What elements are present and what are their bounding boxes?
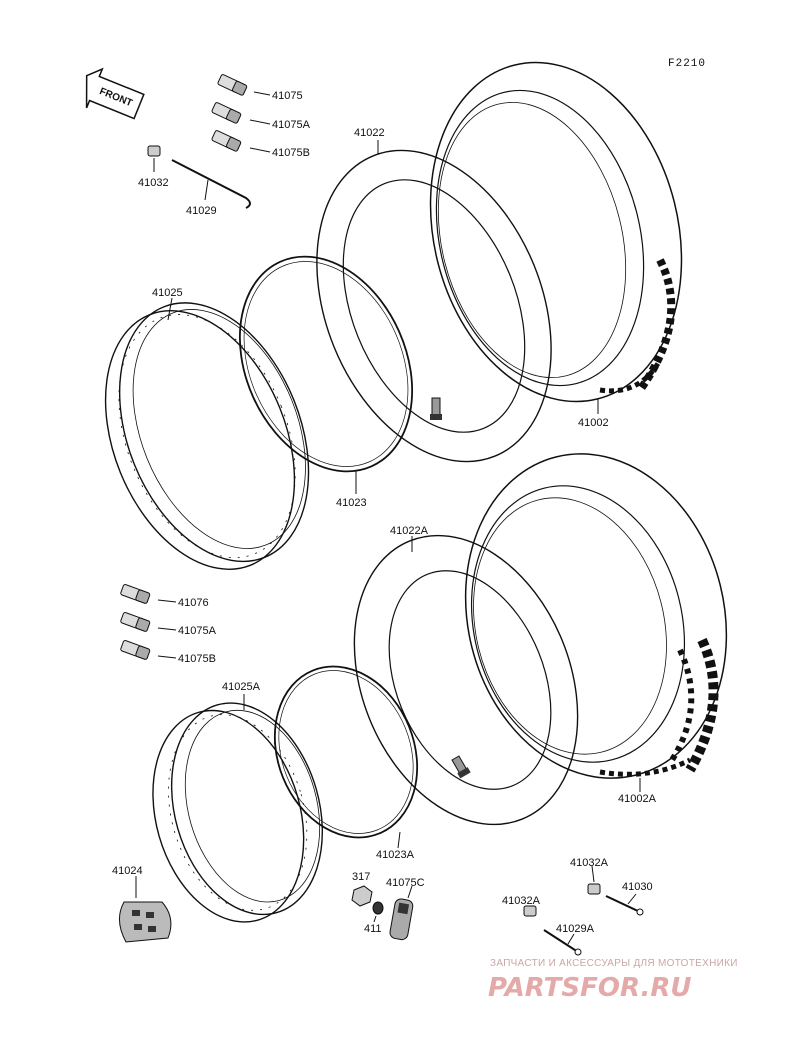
label-front-valve-cap-a: 41075A xyxy=(178,625,217,637)
valve-cover-part xyxy=(389,898,414,941)
spoke-a2-part xyxy=(543,929,579,953)
nipple-a2-part xyxy=(523,905,537,917)
front-rim-band-part xyxy=(273,665,419,839)
spoke-part xyxy=(171,159,251,209)
label-balance-weight: 41024 xyxy=(112,865,143,877)
label-front-valve-cap-b: 41075B xyxy=(178,653,216,665)
label-front-rim-band: 41023A xyxy=(376,849,415,861)
label-rear-tire: 41002 xyxy=(578,417,609,429)
label-valve-cap-b: 41075B xyxy=(272,147,310,159)
front-tire-part xyxy=(464,453,728,779)
spoke-a1-part xyxy=(605,895,641,913)
label-nipple-a2: 41032A xyxy=(502,895,541,907)
diagram-code: F2210 xyxy=(668,58,706,70)
label-spoke: 41029 xyxy=(186,205,217,217)
nipple-part xyxy=(147,145,161,157)
rear-rim-band-part xyxy=(238,255,414,473)
nut-part xyxy=(351,885,373,907)
label-front-rim: 41025A xyxy=(222,681,261,693)
label-rear-tube: 41022 xyxy=(354,127,385,139)
front-arrow-icon: FRONT xyxy=(85,67,145,120)
front-valve-cap-part xyxy=(120,584,151,660)
label-valve-cap: 41075 xyxy=(272,90,303,102)
label-front-valve-cap: 41076 xyxy=(178,597,209,609)
label-rear-rim: 41025 xyxy=(152,287,183,299)
label-valve-cover: 41075C xyxy=(386,877,425,889)
nipple-a1-part xyxy=(587,883,601,895)
label-front-tire: 41002A xyxy=(618,793,657,805)
label-nut: 317 xyxy=(352,871,370,883)
rear-tire-part xyxy=(429,61,683,403)
watermark-tagline: ЗАПЧАСТИ И АКСЕССУАРЫ ДЛЯ МОТОТЕХНИКИ xyxy=(490,958,738,969)
label-nipple: 41032 xyxy=(138,177,169,189)
rear-tube-part xyxy=(316,149,552,463)
washer-part xyxy=(372,901,384,915)
rear-rim-part xyxy=(104,302,310,570)
label-nipple-a1: 41032A xyxy=(570,857,609,869)
valve-cap-part xyxy=(211,74,248,152)
front-tube-part xyxy=(353,534,579,826)
label-valve-cap-a: 41075A xyxy=(272,119,311,131)
watermark-logo: PARTSFOR.RU xyxy=(488,973,691,1003)
label-front-tube: 41022A xyxy=(390,525,429,537)
label-spoke-a2: 41029A xyxy=(556,923,595,935)
label-rear-rim-band: 41023 xyxy=(336,497,367,509)
label-washer: 411 xyxy=(364,923,382,935)
label-spoke-a1: 41030 xyxy=(622,881,653,893)
balance-weight-part xyxy=(119,901,172,943)
